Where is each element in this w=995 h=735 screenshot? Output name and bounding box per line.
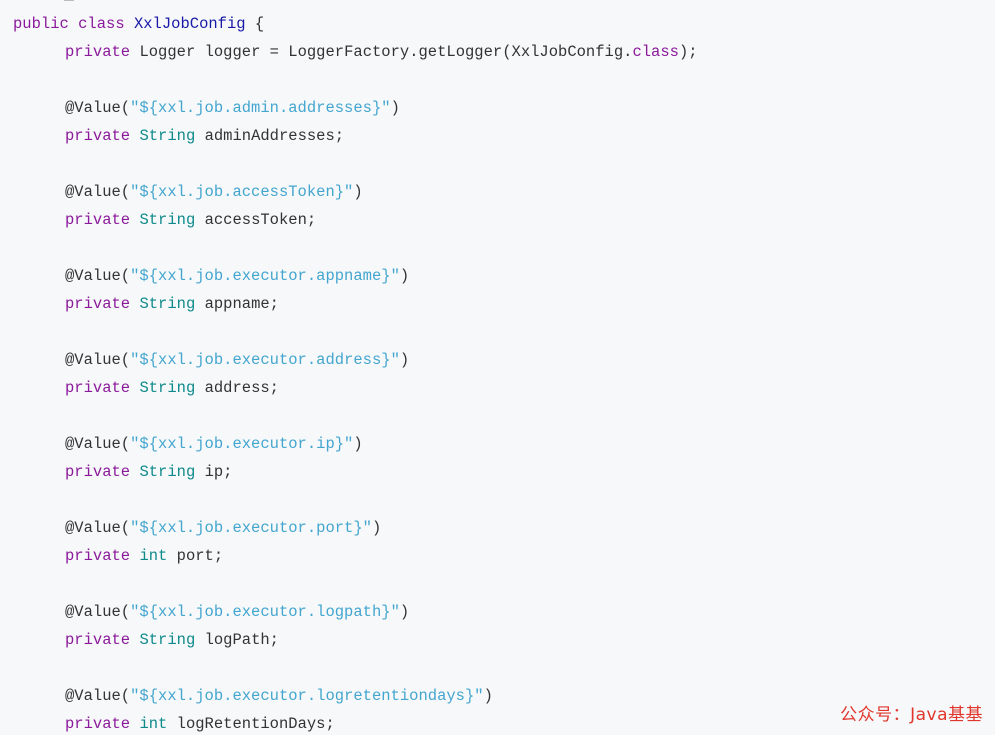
field-name: accessToken; [204, 211, 317, 229]
annotation-line: @Value("${xxl.job.executor.logpath}") [13, 598, 995, 626]
field-name: port; [176, 547, 224, 565]
annotation-line: @Value("${xxl.job.executor.appname}") [13, 262, 995, 290]
annotation-close-paren: ) [399, 351, 410, 369]
blank-line [13, 402, 995, 430]
annotation-value: @Value( [65, 519, 131, 537]
blank-line [13, 318, 995, 346]
annotation-close-paren: ) [353, 183, 363, 201]
field-type: String [139, 379, 196, 397]
keyword-private: private [65, 127, 131, 145]
blank-line [13, 150, 995, 178]
field-name: adminAddresses; [204, 127, 345, 145]
field-declaration-line: private int logRetentionDays; [13, 710, 995, 735]
code-line-logger: private Logger logger = LoggerFactory.ge… [13, 38, 995, 66]
keyword-private: private [65, 547, 131, 565]
field-type: String [139, 211, 196, 229]
annotation-close-paren: ) [399, 267, 410, 285]
open-brace: { [254, 15, 265, 33]
keyword-class: class [78, 15, 125, 33]
field-list: @Value("${xxl.job.admin.addresses}")priv… [13, 66, 995, 735]
annotation-line: @Value("${xxl.job.accessToken}") [13, 178, 995, 206]
annotation-line: @Value("${xxl.job.executor.address}") [13, 346, 995, 374]
annotation-string: "${xxl.job.executor.port}" [130, 519, 372, 537]
field-type: int [139, 547, 168, 565]
field-type: String [139, 631, 196, 649]
annotation-string: "${xxl.job.executor.logretentiondays}" [130, 687, 484, 705]
annotation-value: @Value( [65, 183, 131, 201]
annotation-line: @Value("${xxl.job.executor.port}") [13, 514, 995, 542]
annotation-close-paren: ) [483, 687, 493, 705]
annotation-value: @Value( [65, 435, 131, 453]
field-type: int [139, 715, 168, 733]
annotation-close-paren: ) [399, 603, 410, 621]
watermark: 公众号：Java基基 [840, 705, 983, 725]
annotation-value: @Value( [65, 99, 131, 117]
class-name: XxlJobConfig [133, 15, 246, 33]
keyword-private: private [65, 715, 131, 733]
keyword-private: private [65, 211, 131, 229]
keyword-private: private [65, 379, 131, 397]
field-declaration-line: private String adminAddresses; [13, 122, 995, 150]
field-declaration-line: private String ip; [13, 458, 995, 486]
keyword-private: private [65, 43, 131, 61]
blank-line [13, 234, 995, 262]
logger-expression: logger = LoggerFactory.getLogger(XxlJobC… [204, 43, 633, 61]
field-type: String [139, 295, 196, 313]
blank-line [13, 66, 995, 94]
keyword-public: public [13, 15, 69, 33]
field-declaration-line: private String accessToken; [13, 206, 995, 234]
annotation-line: @Value("${xxl.job.executor.logretentiond… [13, 682, 995, 710]
annotation-value: @Value( [65, 687, 131, 705]
annotation-line: @Value("${xxl.job.executor.ip}") [13, 430, 995, 458]
code-line-class-declaration: public class XxlJobConfig { [13, 10, 995, 38]
field-name: ip; [204, 463, 233, 481]
annotation-string: "${xxl.job.admin.addresses}" [130, 99, 391, 117]
field-name: address; [204, 379, 279, 397]
annotation-value: @Value( [65, 603, 131, 621]
annotation-string: "${xxl.job.executor.logpath}" [130, 603, 400, 621]
annotation-close-paren: ) [353, 435, 363, 453]
annotation-close-paren: ) [371, 519, 382, 537]
field-name: logPath; [204, 631, 279, 649]
field-declaration-line: private int port; [13, 542, 995, 570]
field-name: logRetentionDays; [176, 715, 335, 733]
blank-line [13, 570, 995, 598]
annotation-string: "${xxl.job.executor.appname}" [130, 267, 400, 285]
annotation-close-paren: ) [390, 99, 400, 117]
annotation-value: @Value( [65, 351, 131, 369]
logger-expression-end: ); [678, 43, 698, 61]
field-declaration-line: private String appname; [13, 290, 995, 318]
annotation-string: "${xxl.job.executor.address}" [130, 351, 400, 369]
field-type: String [139, 463, 196, 481]
annotation-value: @Value( [65, 267, 131, 285]
blank-line [13, 654, 995, 682]
keyword-private: private [65, 463, 131, 481]
field-type: String [139, 127, 196, 145]
annotation-line: @Value("${xxl.job.admin.addresses}") [13, 94, 995, 122]
keyword-class-literal: class [632, 43, 679, 61]
field-name: appname; [204, 295, 279, 313]
blank-line [13, 486, 995, 514]
cut-off-line-fragment [64, 0, 74, 1]
field-declaration-line: private String logPath; [13, 626, 995, 654]
keyword-private: private [65, 631, 131, 649]
annotation-string: "${xxl.job.executor.ip}" [130, 435, 354, 453]
keyword-private: private [65, 295, 131, 313]
field-declaration-line: private String address; [13, 374, 995, 402]
annotation-string: "${xxl.job.accessToken}" [130, 183, 354, 201]
type-logger: Logger [139, 43, 196, 61]
